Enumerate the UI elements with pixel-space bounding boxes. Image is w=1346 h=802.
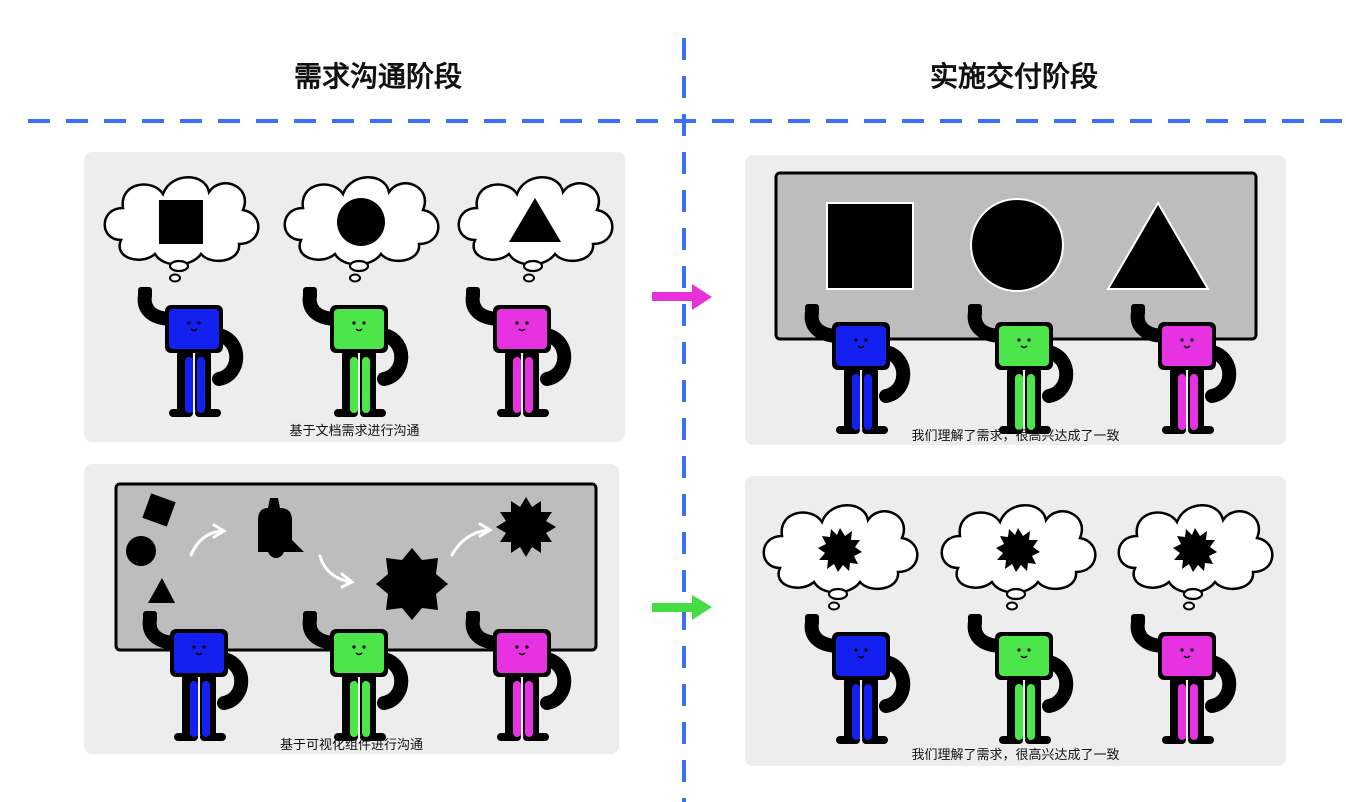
arrow-right-icon [652, 284, 712, 310]
character-green [303, 287, 401, 413]
character-blue [805, 614, 903, 740]
starburst-shape-icon [496, 497, 556, 557]
caption-delivery-agreed-top: 我们理解了需求，很高兴达成了一致 [911, 429, 1120, 444]
thought-cloud-starburst [1117, 503, 1274, 611]
character-green [303, 611, 401, 737]
thought-cloud-triangle [457, 175, 614, 283]
square-shape-icon [826, 202, 914, 290]
arrow-right-icon [652, 595, 712, 620]
heading-delivery-phase: 实施交付阶段 [929, 60, 1098, 93]
octagram-shape-icon [376, 548, 448, 620]
circle-shape-icon [970, 198, 1064, 292]
thought-cloud-starburst [762, 503, 919, 611]
bell-shape-icon [258, 498, 304, 558]
character-magenta [466, 287, 564, 413]
character-blue [805, 304, 903, 430]
caption-visual-communication: 基于可视化组件进行沟通 [279, 738, 423, 753]
character-blue [138, 287, 236, 413]
caption-document-communication: 基于文档需求进行沟通 [289, 424, 420, 439]
thought-cloud-square [103, 175, 260, 283]
character-green [968, 614, 1066, 740]
character-green [968, 304, 1066, 430]
heading-requirements-phase: 需求沟通阶段 [293, 60, 462, 93]
character-blue [143, 611, 241, 737]
thought-cloud-circle [283, 175, 440, 283]
curved-arrow-icon [189, 522, 493, 589]
caption-delivery-agreed-bottom: 我们理解了需求，很高兴达成了一致 [911, 748, 1120, 763]
character-magenta [1131, 614, 1229, 740]
triangle-shape-icon [1106, 201, 1210, 290]
character-magenta [466, 611, 564, 737]
thought-cloud-starburst [940, 503, 1097, 611]
scattered-shapes-icon [126, 493, 176, 603]
character-magenta [1131, 304, 1229, 430]
